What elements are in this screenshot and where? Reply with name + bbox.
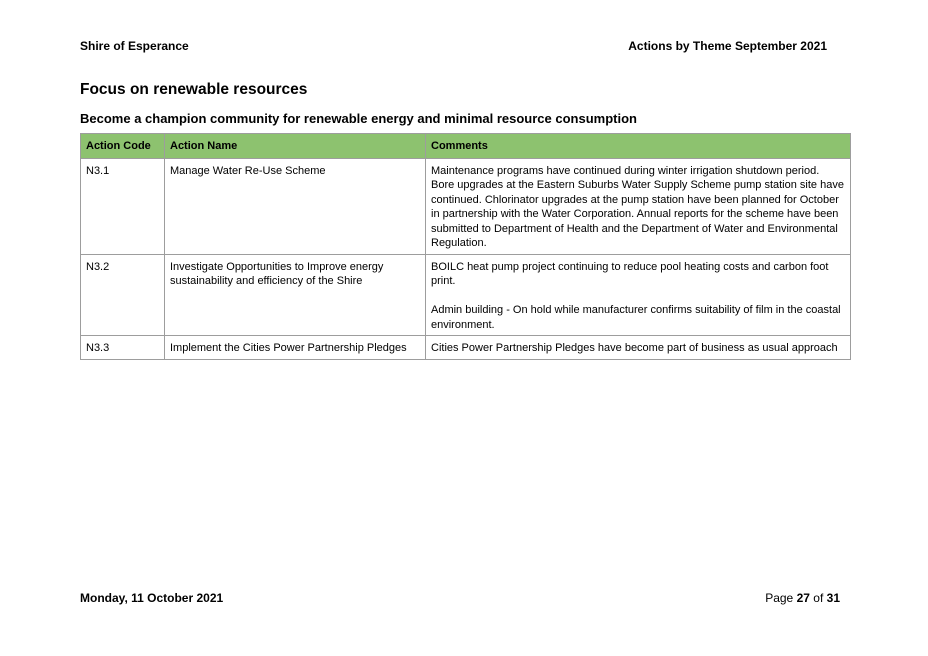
column-header-comments: Comments bbox=[425, 133, 851, 159]
page-total: 31 bbox=[826, 591, 840, 605]
header-report-title: Actions by Theme September 2021 bbox=[628, 39, 827, 53]
action-name-cell: Manage Water Re-Use Scheme bbox=[164, 157, 426, 255]
paragraph-spacer bbox=[431, 289, 845, 304]
column-header-action-code: Action Code bbox=[80, 133, 165, 159]
page-current: 27 bbox=[796, 591, 810, 605]
action-name-cell: Investigate Opportunities to Improve ene… bbox=[164, 253, 426, 336]
comments-cell: Cities Power Partnership Pledges have be… bbox=[425, 335, 851, 360]
comment-paragraph: Maintenance programs have continued duri… bbox=[431, 164, 844, 250]
page-word: Page bbox=[765, 591, 794, 605]
header-organization: Shire of Esperance bbox=[80, 39, 189, 53]
table-row: N3.3 Implement the Cities Power Partners… bbox=[80, 335, 851, 360]
page-of-word: of bbox=[813, 591, 824, 605]
page-title: Focus on renewable resources bbox=[80, 81, 308, 98]
table-row: N3.2 Investigate Opportunities to Improv… bbox=[80, 253, 851, 336]
table-row: N3.1 Manage Water Re-Use Scheme Maintena… bbox=[80, 157, 851, 255]
actions-table: Action Code Action Name Comments N3.1 Ma… bbox=[80, 133, 851, 360]
comment-paragraph: BOILC heat pump project continuing to re… bbox=[431, 260, 829, 288]
page-subtitle: Become a champion community for renewabl… bbox=[80, 111, 637, 126]
comment-paragraph: Admin building - On hold while manufactu… bbox=[431, 304, 841, 331]
footer-date: Monday, 11 October 2021 bbox=[80, 591, 224, 605]
action-code-cell: N3.3 bbox=[80, 335, 165, 360]
action-name-cell: Implement the Cities Power Partnership P… bbox=[164, 335, 426, 360]
table-header-row: Action Code Action Name Comments bbox=[80, 133, 851, 159]
column-header-action-name: Action Name bbox=[164, 133, 426, 159]
comments-cell: BOILC heat pump project continuing to re… bbox=[425, 253, 851, 336]
comment-paragraph: Cities Power Partnership Pledges have be… bbox=[431, 342, 838, 354]
footer-page-number: Page 27 of 31 bbox=[700, 591, 840, 605]
action-code-cell: N3.1 bbox=[80, 157, 165, 255]
comments-cell: Maintenance programs have continued duri… bbox=[425, 157, 851, 255]
action-code-cell: N3.2 bbox=[80, 253, 165, 336]
